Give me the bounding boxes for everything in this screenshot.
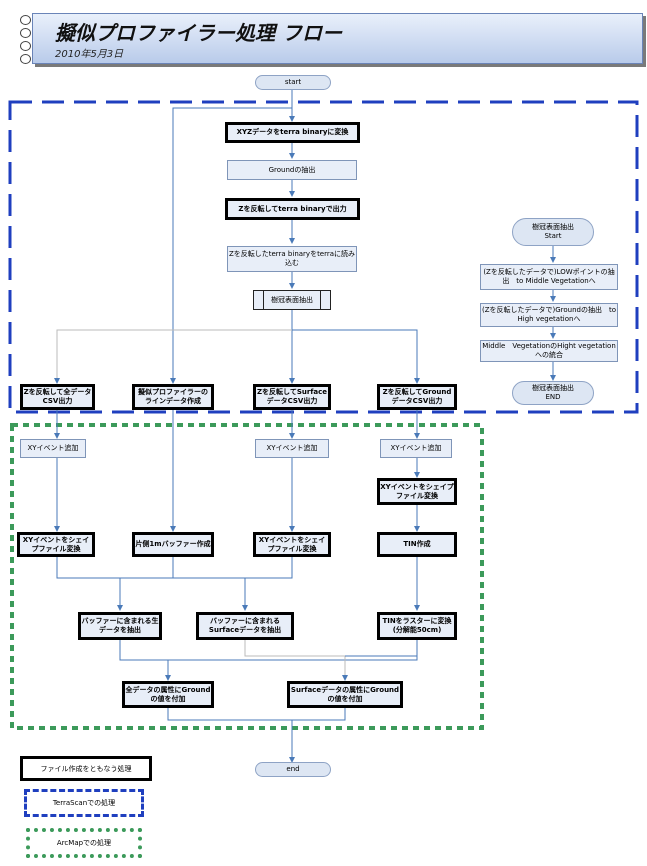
- z-invert-binary-step: Zを反転してterra binaryで出力: [225, 198, 360, 220]
- side-start-terminator: 樹冠表面抽出 Start: [512, 218, 594, 246]
- attr-all-step: 全データの属性にGroundの値を付加: [122, 681, 214, 708]
- z-load-terra-step: Zを反転したterra binaryをterraに読み込む: [227, 246, 357, 272]
- profiler-line-step: 擬似プロファイラーのラインデータ作成: [132, 384, 214, 410]
- buffer-raw-extract-step: バッファーに含まれる生データを抽出: [78, 612, 162, 640]
- output-all-csv-step: Zを反転して全データCSV出力: [20, 384, 95, 410]
- title-banner: 擬似プロファイラー処理 フロー 2010年5月3日: [32, 13, 643, 64]
- arcmap-region: [10, 423, 484, 730]
- legend-terrascan: TerraScanでの処理: [24, 789, 144, 817]
- diagram-title: 擬似プロファイラー処理 フロー: [55, 21, 342, 45]
- xyz-to-binary-step: XYZデータをterra binaryに変換: [225, 122, 360, 143]
- buffer-1m-step: 片側1mバッファー作成: [132, 532, 214, 557]
- tin-create-step: TIN作成: [377, 532, 457, 557]
- diagram-date: 2010年5月3日: [55, 49, 124, 60]
- xy-shape-step-2: XYイベントをシェイプファイル変換: [253, 532, 331, 557]
- ground-extract-step: Groundの抽出: [227, 160, 357, 180]
- diagram-header: 擬似プロファイラー処理 フロー 2010年5月3日: [20, 13, 643, 64]
- terrascan-region: [8, 100, 639, 414]
- attr-surface-step: Surfaceデータの属性にGroundの値を付加: [287, 681, 403, 708]
- legend-file-process: ファイル作成をともなう処理: [20, 756, 152, 781]
- start-terminator: start: [255, 75, 331, 90]
- xy-event-add-1: XYイベント追加: [20, 439, 86, 458]
- xy-shape-step-1: XYイベントをシェイプファイル変換: [17, 532, 95, 557]
- binder-rings-icon: [20, 15, 34, 64]
- side-ground-extract-step: (Zを反転したデータで)Groundの抽出 to High vegetation…: [480, 303, 618, 327]
- legend-arcmap: ArcMapでの処理: [26, 828, 142, 858]
- side-merge-step: Middle VegetationのHight vegetationへの統合: [480, 340, 618, 362]
- output-ground-csv-step: Zを反転してGroundデータCSV出力: [377, 384, 457, 410]
- output-surface-csv-step: Zを反転してSurfaceデータCSV出力: [253, 384, 331, 410]
- side-end-terminator: 樹冠表面抽出 END: [512, 381, 594, 405]
- canopy-extract-subprocess: 樹冠表面抽出: [253, 290, 331, 310]
- xy-shape-ground-step: XYイベントをシェイプファイル変換: [377, 478, 457, 505]
- tin-to-raster-step: TINをラスターに変換(分解能50cm): [377, 612, 457, 640]
- xy-event-add-3: XYイベント追加: [380, 439, 452, 458]
- side-low-extract-step: (Zを反転したデータで)LOWポイントの抽出 to Middle Vegetat…: [480, 264, 618, 290]
- xy-event-add-2: XYイベント追加: [255, 439, 329, 458]
- end-terminator: end: [255, 762, 331, 777]
- buffer-surface-extract-step: バッファーに含まれるSurfaceデータを抽出: [196, 612, 294, 640]
